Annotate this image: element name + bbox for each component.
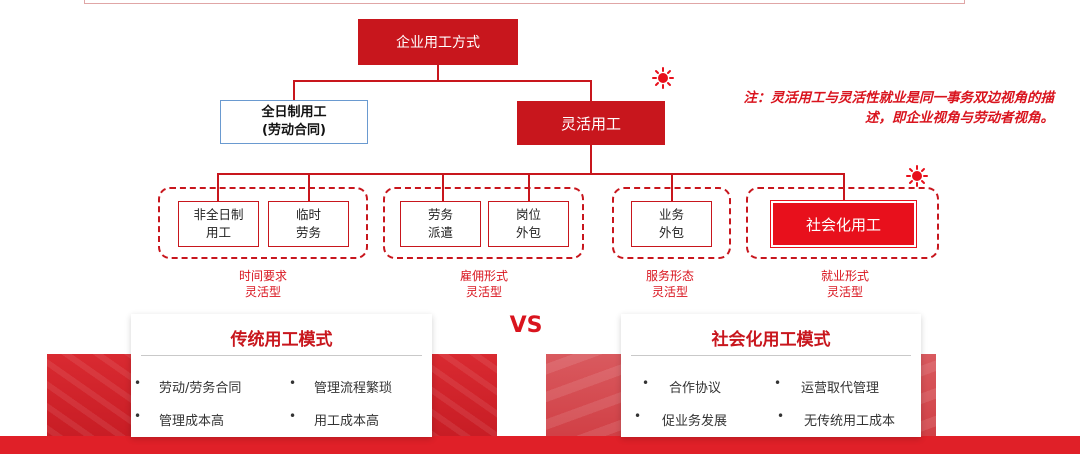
node-part-time: 非全日制 用工	[178, 201, 259, 247]
label-employment-flexible: 雇佣形式 灵活型	[459, 269, 508, 299]
bottom-red-strip	[0, 436, 1080, 454]
list-item: 劳动/劳务合同	[159, 381, 242, 396]
sun-icon	[906, 165, 928, 187]
bullet-icon: •	[634, 409, 642, 423]
node-labor-dispatch: 劳务 派遣	[400, 201, 481, 247]
list-item: 促业务发展	[662, 414, 728, 429]
bullet-icon: •	[289, 376, 297, 390]
list-item: 无传统用工成本	[804, 414, 896, 429]
card-divider	[631, 355, 911, 356]
connector-level1-bar	[293, 80, 591, 82]
list-item: 用工成本高	[314, 414, 380, 429]
card-divider	[141, 355, 422, 356]
sun-icon	[652, 67, 674, 89]
node-flexible: 灵活用工	[517, 101, 665, 145]
bullet-icon: •	[134, 376, 142, 390]
label-work-form-flexible: 就业形式 灵活型	[820, 269, 869, 299]
node-social-employment: 社会化用工	[771, 201, 916, 247]
card-social: 社会化用工模式 • 合作协议 • 运营取代管理 • 促业务发展 • 无传统用工成…	[621, 314, 921, 437]
bullet-icon: •	[642, 376, 650, 390]
bullet-icon: •	[777, 409, 785, 423]
connector-flexible-down	[590, 145, 592, 174]
list-item: 合作协议	[669, 381, 722, 396]
node-business-outsourcing: 业务 外包	[631, 201, 712, 247]
connector-level2-bar	[217, 173, 844, 175]
list-item: 管理流程繁琐	[314, 381, 393, 396]
bullet-icon: •	[289, 409, 297, 423]
connector-to-flexible	[590, 80, 592, 101]
bullet-icon: •	[774, 376, 782, 390]
card-social-title: 社会化用工模式	[711, 330, 831, 350]
vs-label: VS	[509, 313, 543, 338]
group-time-flexible	[158, 187, 368, 259]
label-time-flexible: 时间要求 灵活型	[238, 269, 287, 299]
node-full-time: 全日制用工 (劳动合同)	[220, 100, 368, 144]
list-item: 运营取代管理	[801, 381, 880, 396]
group-employment-flexible	[383, 187, 584, 259]
note-text: 注：灵活用工与灵活性就业是同一事务双边视角的描述，即企业视角与劳动者视角。	[743, 90, 1055, 126]
bullet-icon: •	[134, 409, 142, 423]
connector-to-fulltime	[293, 80, 295, 101]
group-work-form-flexible	[746, 187, 939, 259]
label-service-flexible: 服务形态 灵活型	[645, 269, 694, 299]
card-traditional-title: 传统用工模式	[230, 330, 333, 350]
connector-root-down	[437, 65, 439, 81]
card-traditional: 传统用工模式 • 劳动/劳务合同 • 管理流程繁琐 • 管理成本高 • 用工成本…	[131, 314, 432, 437]
group-service-flexible	[612, 187, 731, 259]
list-item: 管理成本高	[159, 414, 225, 429]
top-frame-border	[84, 0, 965, 4]
node-enterprise-employment: 企业用工方式	[358, 19, 518, 65]
node-temporary-labor: 临时 劳务	[268, 201, 349, 247]
node-position-outsourcing: 岗位 外包	[488, 201, 569, 247]
